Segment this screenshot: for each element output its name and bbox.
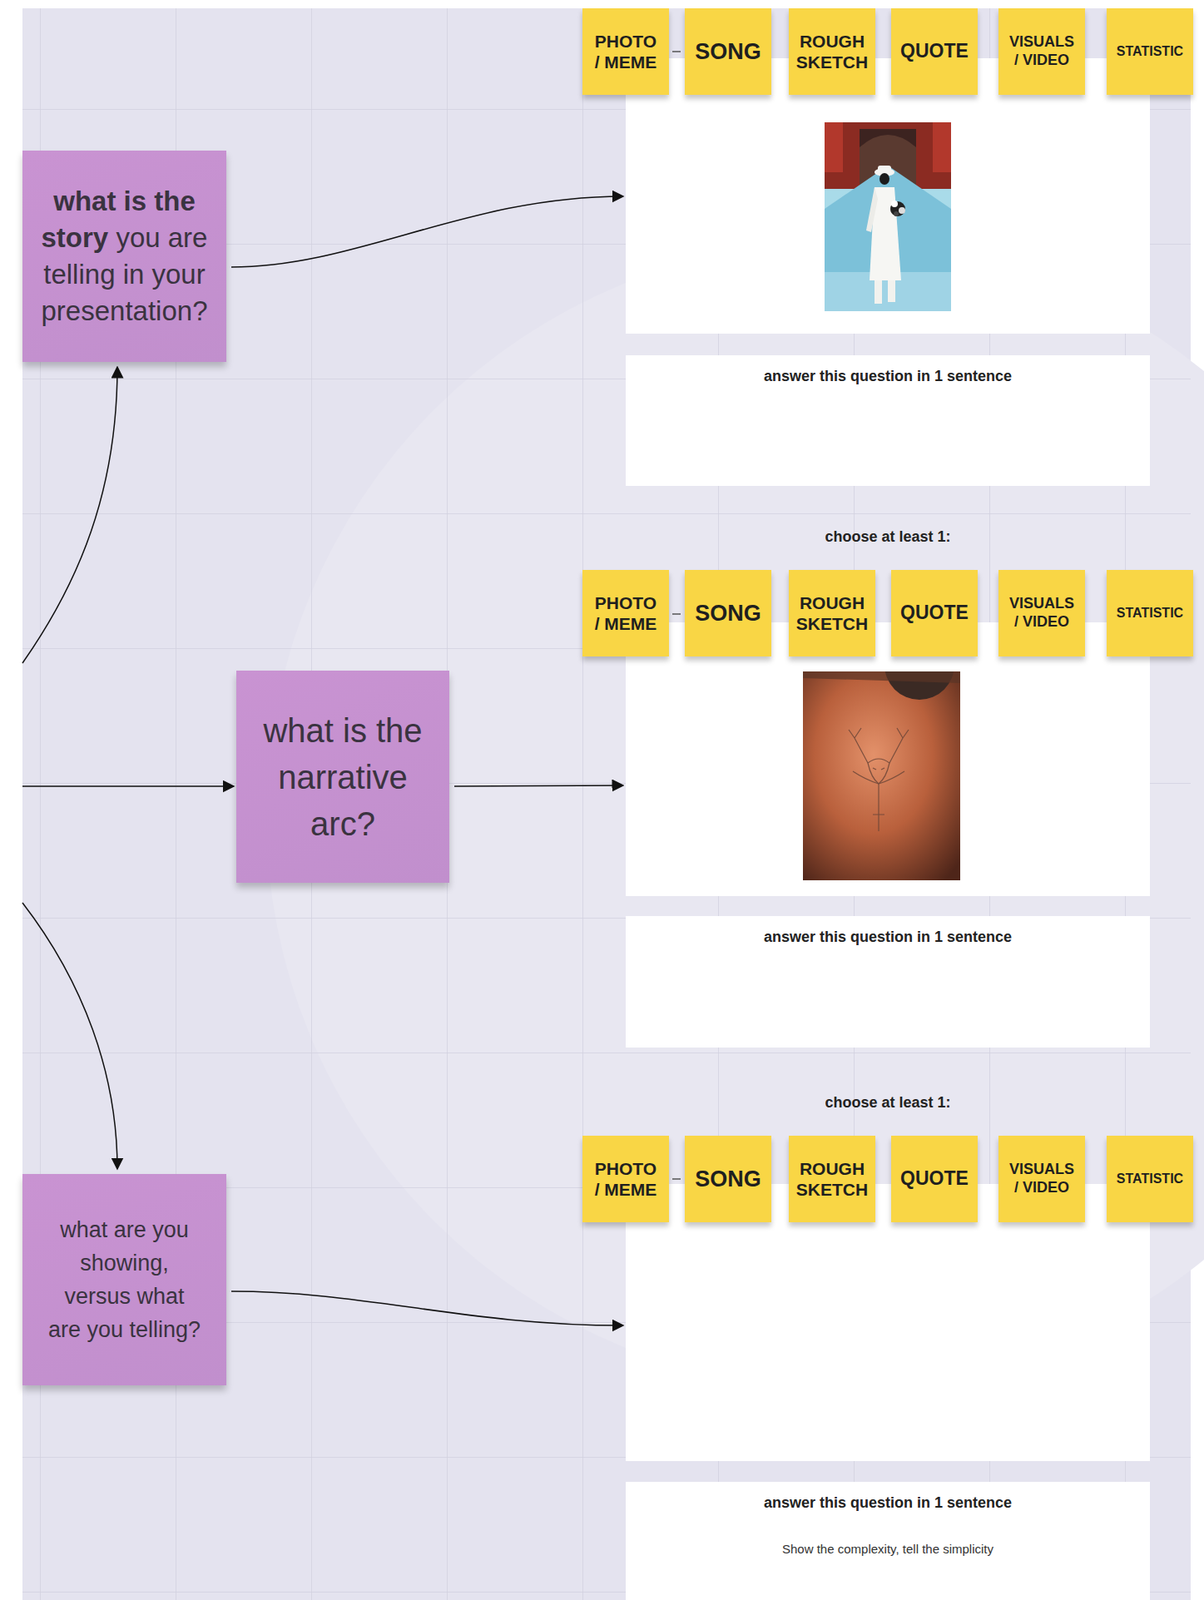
sticky-label: QUOTE	[900, 1167, 969, 1191]
question-sticky-note: what is the narrative arc?	[236, 670, 450, 883]
instruction-label: choose at least 1:	[625, 527, 1150, 547]
sticky-label: QUOTE	[900, 39, 969, 64]
image-panel	[625, 622, 1150, 897]
question-text: what is the narrative arc?	[246, 707, 440, 848]
question-text: what are you showing, versus what are yo…	[46, 1213, 204, 1347]
option-sticky-note: PHOTO / MEME	[582, 569, 669, 657]
sticky-label: ROUGH SKETCH	[793, 30, 871, 73]
image-panel	[625, 58, 1150, 334]
answer-panel: answer this question in 1 sentence	[625, 355, 1150, 486]
option-sticky-note: STATISTIC	[1106, 1135, 1194, 1223]
sticky-label: STATISTIC	[1116, 43, 1184, 60]
option-sticky-note: SONG	[684, 1135, 772, 1223]
tick-mark	[672, 50, 681, 53]
option-sticky-note: VISUALS / VIDEO	[998, 569, 1086, 657]
runway-photo	[824, 122, 952, 312]
option-sticky-note: ROUGH SKETCH	[788, 1135, 876, 1223]
sketch-photo	[802, 671, 961, 881]
sticky-label: SONG	[694, 1165, 762, 1193]
sticky-label: QUOTE	[900, 601, 969, 625]
sticky-label: STATISTIC	[1116, 604, 1184, 621]
option-sticky-note: QUOTE	[891, 1135, 978, 1223]
sticky-label: ROUGH SKETCH	[793, 1158, 871, 1200]
option-sticky-note: ROUGH SKETCH	[788, 569, 876, 657]
prompt-text: answer this question in 1 sentence	[763, 1493, 1012, 1513]
option-sticky-note: VISUALS / VIDEO	[998, 8, 1086, 95]
tick-mark	[672, 1178, 681, 1180]
flow-arrow	[22, 785, 234, 788]
option-sticky-note: STATISTIC	[1106, 8, 1194, 95]
tick-mark	[672, 613, 681, 615]
question-text: what is the story you are telling in you…	[33, 183, 217, 330]
prompt-text: answer this question in 1 sentence	[763, 927, 1012, 947]
option-sticky-note: VISUALS / VIDEO	[998, 1135, 1086, 1223]
flow-arrow	[454, 785, 624, 787]
flow-arrow	[231, 1291, 624, 1326]
sticky-label: VISUALS / VIDEO	[1006, 594, 1077, 631]
option-sticky-note: ROUGH SKETCH	[788, 8, 876, 95]
flow-arrow	[22, 902, 118, 1170]
sticky-label: VISUALS / VIDEO	[1006, 1160, 1077, 1197]
sticky-label: STATISTIC	[1116, 1170, 1184, 1187]
question-sticky-note: what is the story you are telling in you…	[22, 150, 227, 362]
image-panel	[625, 1184, 1150, 1462]
answer-panel: answer this question in 1 sentence	[625, 916, 1150, 1048]
option-sticky-note: STATISTIC	[1106, 569, 1194, 657]
option-sticky-note: PHOTO / MEME	[582, 8, 669, 95]
question-sticky-note: what are you showing, versus what are yo…	[22, 1174, 227, 1386]
prompt-text: answer this question in 1 sentence	[763, 366, 1012, 387]
option-sticky-note: QUOTE	[891, 8, 978, 95]
answer-text: Show the complexity, tell the simplicity	[782, 1540, 994, 1558]
answer-panel: answer this question in 1 sentenceShow t…	[625, 1481, 1150, 1600]
flow-arrow	[22, 366, 118, 664]
board-grid	[22, 8, 1191, 1600]
sticky-label: SONG	[694, 38, 762, 65]
board-ground	[22, 8, 1191, 1600]
option-sticky-note: QUOTE	[891, 569, 978, 657]
sticky-label: PHOTO / MEME	[592, 592, 659, 635]
option-sticky-note: SONG	[684, 8, 772, 95]
sticky-label: VISUALS / VIDEO	[1006, 33, 1077, 70]
option-sticky-note: PHOTO / MEME	[582, 1135, 669, 1223]
sticky-label: ROUGH SKETCH	[793, 592, 871, 635]
option-sticky-note: SONG	[684, 569, 772, 657]
instruction-label: choose at least 1:	[625, 1093, 1150, 1113]
sticky-label: PHOTO / MEME	[592, 30, 659, 73]
flow-arrow	[231, 196, 624, 268]
sticky-label: PHOTO / MEME	[592, 1158, 659, 1200]
sticky-label: SONG	[694, 599, 762, 627]
